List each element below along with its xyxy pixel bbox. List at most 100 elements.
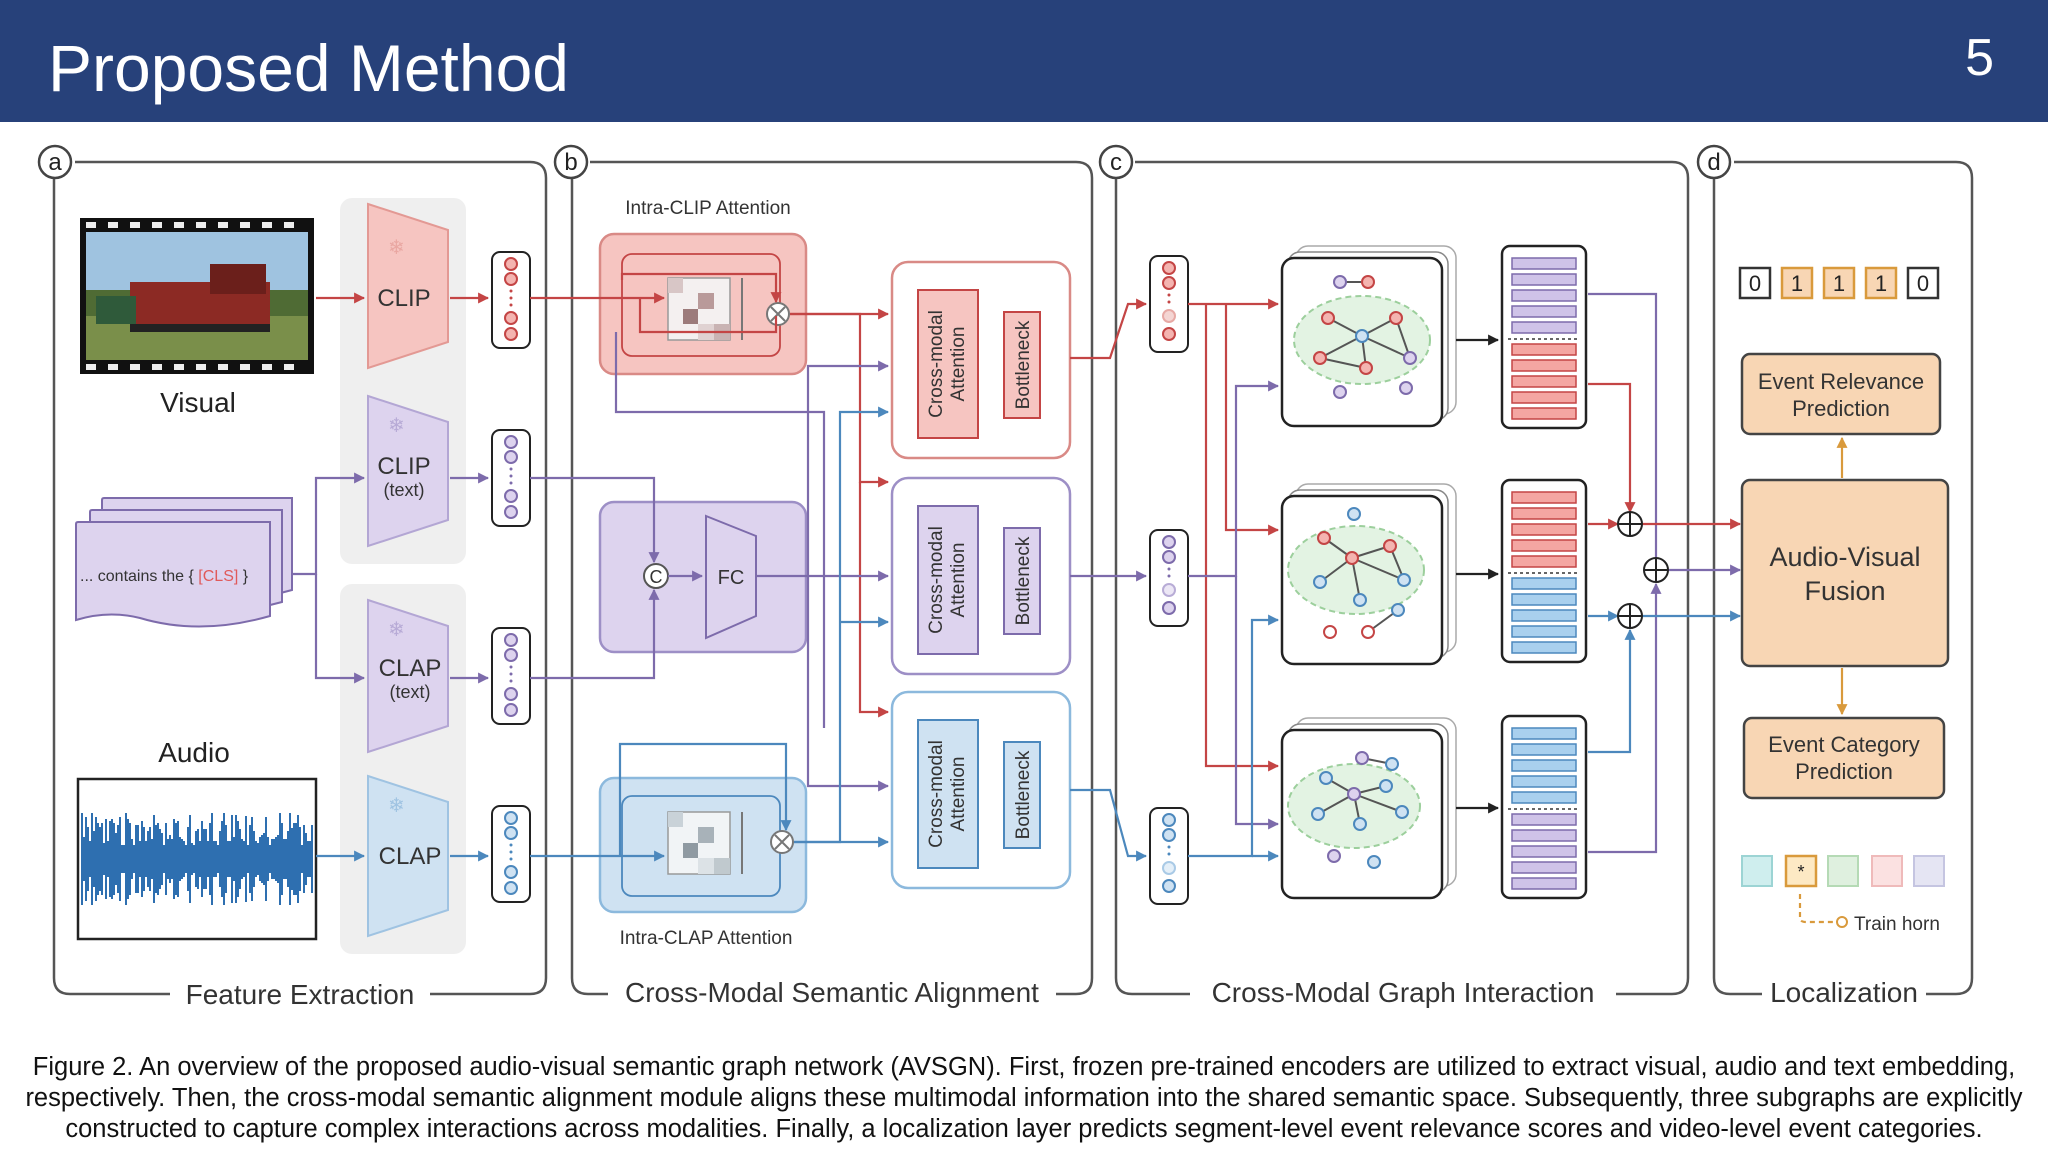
feature-bar <box>1511 609 1577 622</box>
clip-text-encoder: ❄ CLIP (text) <box>367 394 449 548</box>
event-category-sublabel: Prediction <box>1795 759 1893 784</box>
feature-bar <box>1511 407 1577 420</box>
panel-b-cross-modal-alignment: b Cross-Modal Semantic Alignment <box>553 144 1094 1008</box>
feature-bar <box>1511 491 1577 504</box>
fusion-sublabel: Fusion <box>1804 576 1885 606</box>
audio-waveform <box>81 813 313 905</box>
feature-bar <box>1511 257 1577 270</box>
panel-a-letter: a <box>48 149 62 176</box>
feature-bar <box>1511 829 1577 842</box>
feature-bar <box>1511 775 1577 788</box>
feature-bar <box>1511 641 1577 654</box>
aligned-token-audio <box>1149 807 1189 905</box>
feature-bar <box>1511 727 1577 740</box>
feature-bar <box>1511 759 1577 772</box>
relevance-bit-box <box>1864 266 1898 300</box>
feature-bar <box>1511 861 1577 874</box>
relevance-bit: 1 <box>1875 271 1887 296</box>
cross-modal-attention-label: Cross-modal <box>926 526 947 634</box>
feature-token-clap-audio <box>491 805 531 903</box>
feature-token-clap-text <box>491 627 531 725</box>
cross-modal-block-audio: Cross-modal Attention Bottleneck <box>890 690 1072 890</box>
panel-a-label: Feature Extraction <box>186 979 415 1010</box>
panel-b-letter: b <box>564 149 577 176</box>
feature-bar <box>1511 375 1577 388</box>
relevance-bit: 1 <box>1791 271 1803 296</box>
panel-d-label: Localization <box>1770 977 1918 1008</box>
intra-clip-attention-label: Intra-CLIP Attention <box>625 198 790 219</box>
feature-bar <box>1511 555 1577 568</box>
aligned-token-visual <box>1149 255 1189 353</box>
panel-c-label: Cross-Modal Graph Interaction <box>1212 977 1595 1008</box>
relevance-bit-box <box>1906 266 1940 300</box>
text-prefix: ... contains the { <box>80 568 198 585</box>
panel-b-label: Cross-Modal Semantic Alignment <box>625 977 1039 1008</box>
event-category-box: Event Category Prediction <box>1742 716 1946 800</box>
feature-bar <box>1511 625 1577 638</box>
relevance-bit-box <box>1738 266 1772 300</box>
feature-bar <box>1511 343 1577 356</box>
event-relevance-label: Event Relevance <box>1758 369 1924 394</box>
cross-modal-attention-sublabel: Attention <box>948 327 969 402</box>
relevance-bit-box <box>1822 266 1856 300</box>
clap-text-label: CLAP <box>379 655 442 682</box>
feature-bar <box>1511 305 1577 318</box>
train-horn-marker-icon <box>1836 916 1848 928</box>
feature-bar <box>1511 845 1577 858</box>
feature-bar <box>1511 289 1577 302</box>
panel-b-connectors <box>530 272 890 862</box>
audio-visual-fusion-box: Audio-Visual Fusion <box>1740 478 1950 668</box>
clip-text-label: CLIP <box>377 453 430 480</box>
cross-modal-block-text: Cross-modal Attention Bottleneck <box>890 476 1072 676</box>
feature-token-visual <box>491 251 531 349</box>
intra-clip-attention-block <box>598 232 808 376</box>
feature-bar <box>1511 791 1577 804</box>
bottleneck-label: Bottleneck <box>1013 320 1034 409</box>
svg-text:... contains the { [CLS] }: ... contains the { [CLS] } <box>80 568 249 585</box>
train-horn-label: Train horn <box>1854 914 1940 935</box>
feature-bar <box>1511 507 1577 520</box>
cross-modal-block-visual: Cross-modal Attention Bottleneck <box>890 260 1072 460</box>
fc-label: FC <box>718 567 745 589</box>
clip-visual-encoder: ❄ CLIP <box>367 202 449 370</box>
bottleneck-label: Bottleneck <box>1013 536 1034 625</box>
feature-bar <box>1511 593 1577 606</box>
audio-label: Audio <box>158 737 230 768</box>
subgraph-audio-card <box>1280 717 1457 900</box>
cross-modal-attention-sublabel: Attention <box>948 543 969 618</box>
feature-stacks <box>1500 244 1588 900</box>
clap-audio-encoder: ❄ CLAP <box>367 774 449 938</box>
relevance-bit: 0 <box>1749 271 1761 296</box>
page-number: 5 <box>1965 29 1994 87</box>
event-relevance-sublabel: Prediction <box>1792 396 1890 421</box>
feature-bar <box>1511 273 1577 286</box>
panel-c-connectors <box>1070 292 1742 862</box>
category-swatches: * <box>1741 854 1945 888</box>
feature-bar <box>1511 539 1577 552</box>
visual-label: Visual <box>160 387 236 418</box>
clip-text-sublabel: (text) <box>383 480 424 500</box>
feature-token-clip-text <box>491 429 531 527</box>
relevance-bit: 1 <box>1833 271 1845 296</box>
panel-c-graph-interaction: c Cross-Modal Graph Interaction <box>1098 144 1690 1008</box>
event-relevance-box: Event Relevance Prediction <box>1740 352 1942 436</box>
frozen-snowflake-icon: ❄ <box>388 619 405 641</box>
bottleneck-label: Bottleneck <box>1013 750 1034 839</box>
feature-bar <box>1511 813 1577 826</box>
feature-bar <box>1511 877 1577 890</box>
feature-bar <box>1511 523 1577 536</box>
feature-bar <box>1511 577 1577 590</box>
subgraph-text-card <box>1280 483 1457 666</box>
frozen-snowflake-icon: ❄ <box>388 415 405 437</box>
feature-bar <box>1511 321 1577 334</box>
feature-bar <box>1511 743 1577 756</box>
panel-a-connectors <box>292 292 490 862</box>
slide-title: Proposed Method <box>48 31 570 105</box>
subgraph-visual-card <box>1280 245 1457 428</box>
text-document: ... contains the { [CLS] } <box>75 497 293 628</box>
star-icon: * <box>1797 862 1804 882</box>
feature-bar <box>1511 391 1577 404</box>
intra-clap-attention-label: Intra-CLAP Attention <box>620 928 793 949</box>
slide-header: Proposed Method 5 <box>0 0 2048 122</box>
clap-text-encoder: ❄ CLAP (text) <box>367 598 449 754</box>
